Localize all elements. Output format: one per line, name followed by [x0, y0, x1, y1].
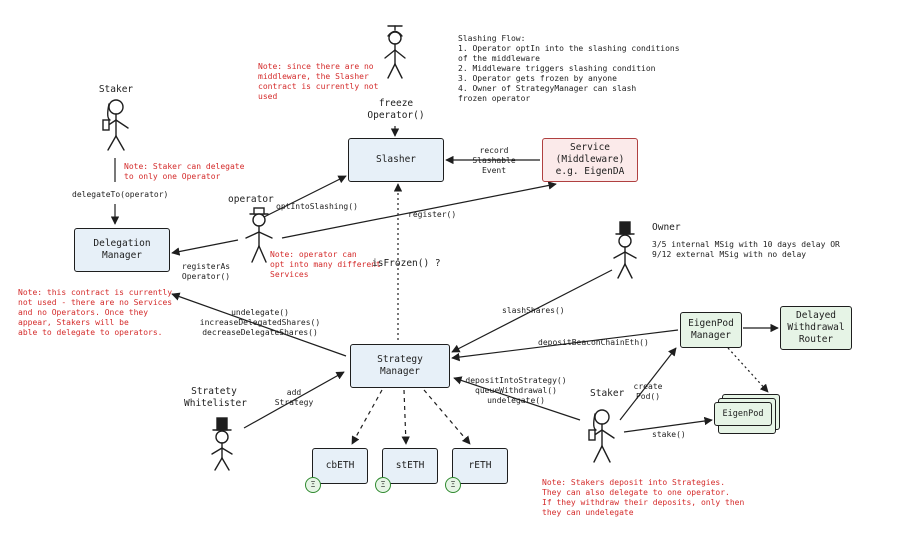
- arrow-staker-sm: [453, 376, 581, 421]
- cbeth-box: cbETH: [312, 448, 368, 484]
- stakers-deposit-note: Note: Stakers deposit into Strategies. T…: [542, 478, 745, 517]
- delegation-manager-label: Delegation Manager: [93, 238, 151, 261]
- reth-label: rETH: [468, 460, 492, 471]
- strategy-manager-box: Strategy Manager: [350, 344, 450, 388]
- slasher-note: Note: since there are no middleware, the…: [258, 62, 379, 101]
- slasher-box: Slasher: [348, 138, 444, 182]
- add-strategy-label: add Strategy: [274, 388, 314, 407]
- delayed-withdrawal-router-label: Delayed Withdrawal Router: [787, 310, 845, 345]
- arrow-epm-sm: [451, 329, 679, 362]
- steth-box: stETH: [382, 448, 438, 484]
- arrow-sm-reth: [423, 389, 471, 445]
- freeze-operator-label: freeze Operator(): [367, 98, 425, 121]
- arrow-sm-dm: [171, 292, 347, 357]
- slasher-label: Slasher: [375, 154, 417, 165]
- strategy-whitelister-label: Stratety Whitelister: [184, 386, 247, 409]
- deposit-strategy-label: depositIntoStrategy() queueWithdrawal() …: [465, 376, 567, 405]
- stake-label: stake(): [652, 430, 686, 439]
- staker-top-label: Staker: [98, 84, 134, 95]
- staker-bottom-figure-icon: [588, 409, 615, 463]
- operator-note: Note: operator can opt into many differe…: [270, 250, 381, 279]
- arrow-operator-dm: [171, 239, 239, 256]
- deposit-beacon-label: depositBeaconChainEth(): [538, 338, 649, 347]
- delegate-to-label: delegateTo(operator): [72, 190, 169, 199]
- eigenpod-box: EigenPod: [714, 402, 772, 426]
- arrow-owner-sm: [451, 269, 613, 353]
- arrow-epm-eigenpod: [727, 347, 769, 393]
- cbeth-eth-badge-icon: Ξ: [305, 477, 321, 493]
- operator-figure-icon: [245, 207, 273, 263]
- staker-top-figure-icon: [102, 99, 129, 151]
- registers-operator-label: registerAs Operator(): [181, 262, 231, 281]
- strategy-manager-label: Strategy Manager: [377, 354, 423, 377]
- arrow-staker-eigenpod: [623, 416, 713, 433]
- reth-box: rETH: [452, 448, 508, 484]
- delegation-manager-box: Delegation Manager: [74, 228, 170, 272]
- register-label: register(): [408, 210, 457, 219]
- slash-shares-label: slashShares(): [502, 306, 565, 315]
- slashing-flow-text: Slashing Flow: 1. Operator optIn into th…: [458, 34, 680, 103]
- arrow-whitelister-sm: [243, 371, 345, 429]
- owner-figure-icon: [613, 221, 637, 279]
- record-event-label: record Slashable Event: [472, 146, 516, 175]
- eigenpod-label: EigenPod: [722, 409, 764, 419]
- arrow-sm-cbeth: [351, 389, 383, 445]
- delegation-calls-label: undelegate() increaseDelegatedShares() d…: [199, 308, 321, 337]
- delegation-contract-note: Note: this contract is currently not use…: [18, 288, 173, 337]
- arrow-sm-steth: [401, 389, 410, 445]
- arrow-operator-service: [281, 181, 557, 239]
- freeze-figure-icon: [384, 25, 406, 79]
- steth-label: stETH: [395, 460, 425, 471]
- staker-delegate-note: Note: Staker can delegate to only one Op…: [124, 162, 245, 181]
- is-frozen-label: isFrozen() ?: [372, 258, 441, 269]
- service-label: Service (Middleware) e.g. EigenDA: [555, 142, 625, 177]
- reth-eth-badge-icon: Ξ: [445, 477, 461, 493]
- whitelister-figure-icon: [211, 417, 233, 471]
- owner-msig-text: 3/5 internal MSig with 10 days delay OR …: [652, 240, 840, 259]
- service-box: Service (Middleware) e.g. EigenDA: [542, 138, 638, 182]
- create-pod-label: create Pod(): [633, 382, 663, 401]
- operator-label: operator: [228, 194, 274, 205]
- eigenpod-manager-box: EigenPod Manager: [680, 312, 742, 348]
- owner-label: Owner: [652, 222, 681, 233]
- cbeth-label: cbETH: [325, 460, 355, 471]
- arrow-operator-slasher: [261, 175, 347, 219]
- eigenpod-manager-label: EigenPod Manager: [688, 318, 734, 341]
- arrow-staker-epm: [619, 347, 677, 421]
- steth-eth-badge-icon: Ξ: [375, 477, 391, 493]
- delayed-withdrawal-router-box: Delayed Withdrawal Router: [780, 306, 852, 350]
- opt-into-slashing-label: optIntoSlashing(): [276, 202, 358, 211]
- staker-bottom-label: Staker: [590, 388, 625, 399]
